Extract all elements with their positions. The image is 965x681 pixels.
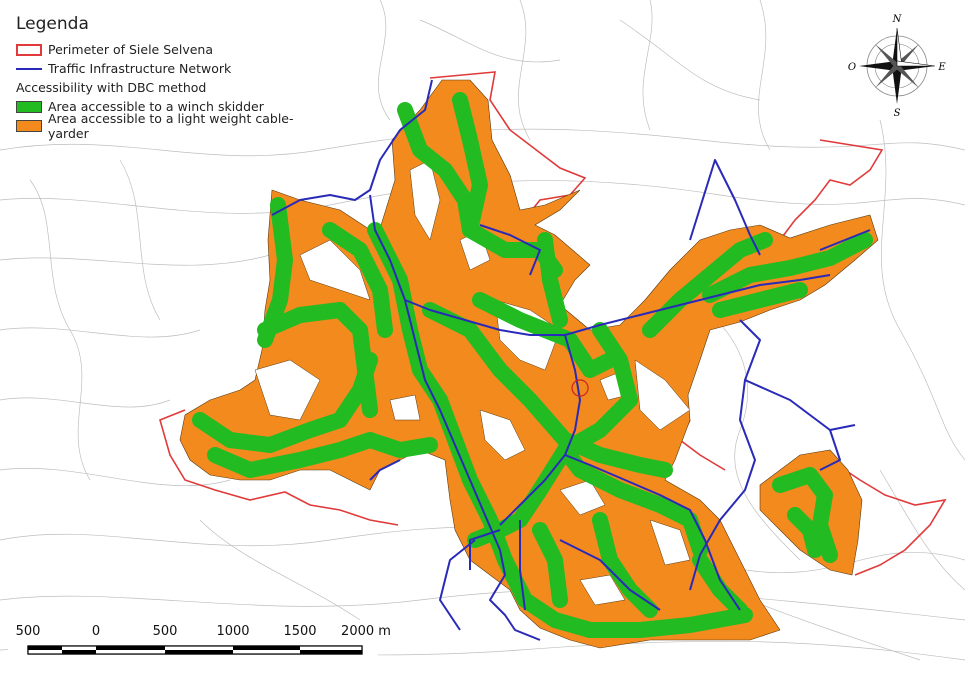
compass-east-label: E bbox=[937, 62, 946, 73]
scale-label: 1500 bbox=[283, 624, 317, 639]
area-winch-skidder bbox=[192, 92, 873, 638]
compass-west-label: O bbox=[848, 62, 856, 73]
scale-label: 500 bbox=[152, 624, 178, 639]
legend-item-network: Traffic Infrastructure Network bbox=[16, 59, 330, 78]
scale-label: 0 bbox=[91, 624, 101, 639]
compass-north-label: N bbox=[892, 14, 903, 25]
legend-label-yarder: Area accessible to a light weight cable-… bbox=[48, 110, 294, 141]
legend-item-yarder: Area accessible to a light weight cable-… bbox=[16, 111, 330, 141]
legend-label-perimeter: Perimeter of Siele Selvena bbox=[48, 42, 213, 57]
perimeter-siele-selvena bbox=[159, 71, 947, 576]
perimeter-swatch bbox=[16, 43, 42, 56]
legend-item-skidder: Area accessible to a winch skidder bbox=[16, 97, 330, 116]
map-legend: Legenda Perimeter of Siele Selvena Traff… bbox=[8, 8, 338, 143]
compass-icon: N E S O bbox=[848, 14, 946, 119]
network-swatch bbox=[16, 67, 42, 70]
scale-bar-graphic bbox=[27, 645, 363, 655]
scale-label: 1000 bbox=[216, 624, 250, 639]
topographic-contours bbox=[0, 0, 965, 661]
scale-label: 2000 m bbox=[341, 624, 391, 639]
compass-south-label: S bbox=[894, 108, 901, 118]
legend-label-network: Traffic Infrastructure Network bbox=[48, 61, 232, 76]
legend-item-perimeter: Perimeter of Siele Selvena bbox=[16, 40, 330, 59]
skidder-swatch bbox=[16, 100, 42, 113]
legend-method-heading: Accessibility with DBC method bbox=[16, 80, 207, 95]
compass-rose: N E S O bbox=[845, 10, 950, 119]
traffic-infrastructure-network bbox=[271, 79, 871, 641]
legend-title: Legenda bbox=[16, 14, 89, 34]
scale-label: 500 bbox=[15, 624, 41, 639]
scale-bar: 500 0 500 1000 1500 2000 m bbox=[8, 620, 391, 670]
legend-label-skidder: Area accessible to a winch skidder bbox=[48, 99, 264, 114]
yarder-swatch bbox=[16, 119, 42, 132]
